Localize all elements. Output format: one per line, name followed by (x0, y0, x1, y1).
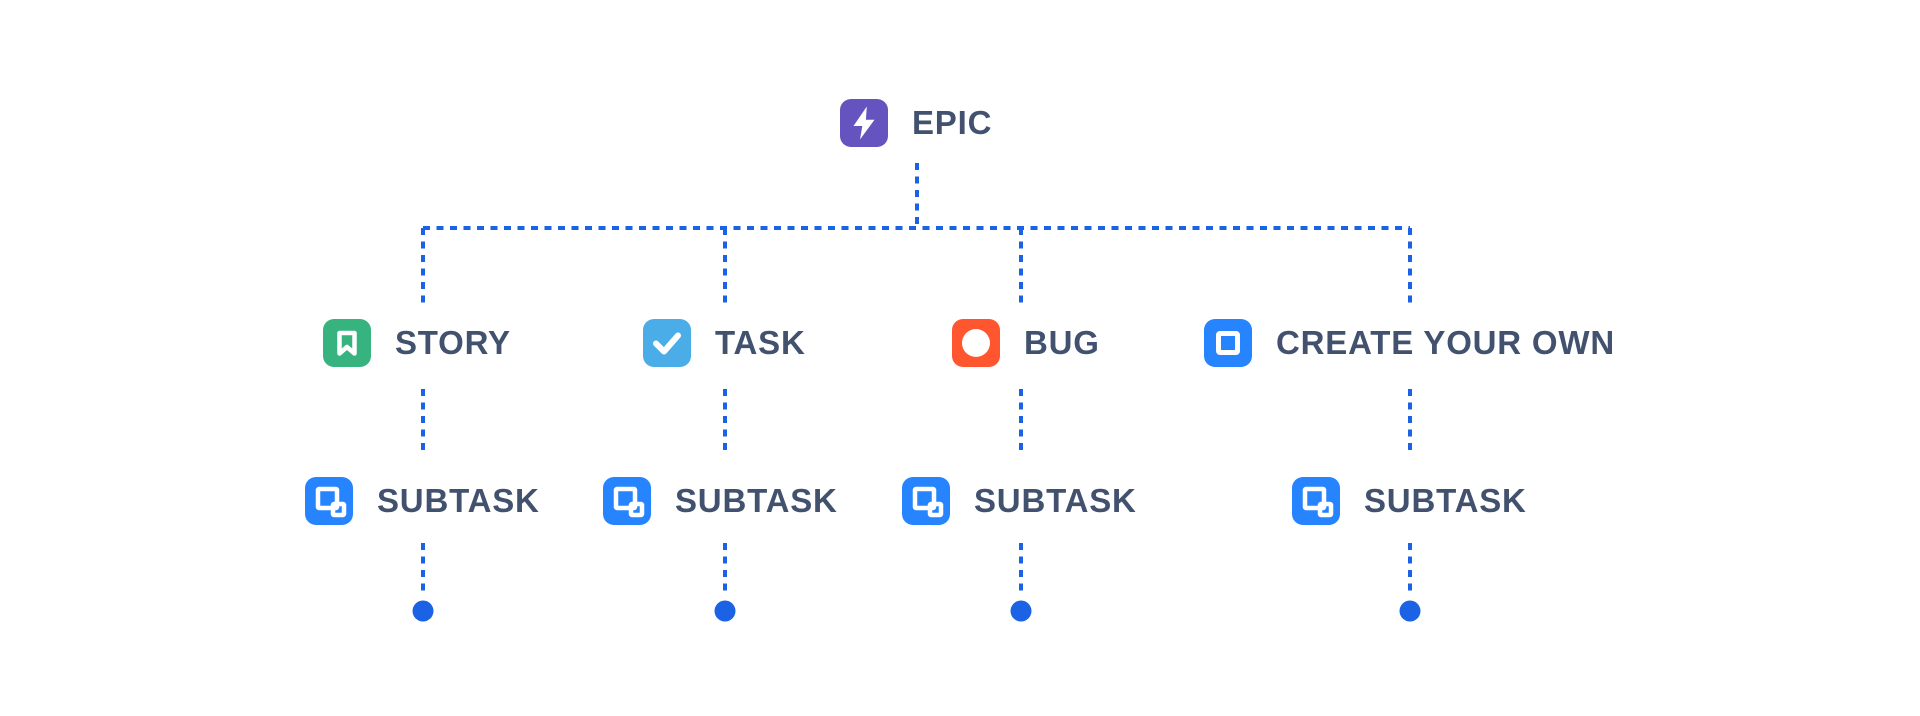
node-subtask-story: SUBTASK (305, 477, 540, 525)
checkmark-icon (643, 319, 691, 367)
node-subtask-label: SUBTASK (1364, 482, 1527, 519)
node-subtask-label: SUBTASK (974, 482, 1137, 519)
node-story: STORY (323, 319, 511, 367)
terminal-dot-4 (1399, 600, 1421, 622)
node-epic-label: EPIC (912, 104, 993, 141)
bookmark-icon (323, 319, 371, 367)
node-task: TASK (643, 319, 806, 367)
subtask-squares-icon (603, 477, 651, 525)
subtask-squares-icon (1292, 477, 1340, 525)
node-subtask-label: SUBTASK (377, 482, 540, 519)
node-bug-label: BUG (1024, 324, 1100, 361)
filled-circle-icon (952, 319, 1000, 367)
node-task-label: TASK (715, 324, 806, 361)
node-create-your-own-label: CREATE YOUR OWN (1276, 324, 1615, 361)
node-bug: BUG (952, 319, 1100, 367)
subtask-squares-icon (902, 477, 950, 525)
lightning-bolt-icon (840, 99, 888, 147)
square-outline-icon (1204, 319, 1252, 367)
node-subtask-label: SUBTASK (675, 482, 838, 519)
terminal-dot-1 (412, 600, 434, 622)
node-subtask-bug: SUBTASK (902, 477, 1137, 525)
terminal-dot-2 (714, 600, 736, 622)
subtask-squares-icon (305, 477, 353, 525)
node-subtask-task: SUBTASK (603, 477, 838, 525)
node-create-your-own: CREATE YOUR OWN (1204, 319, 1615, 367)
node-subtask-create-your-own: SUBTASK (1292, 477, 1527, 525)
node-epic: EPIC (840, 99, 992, 147)
node-story-label: STORY (395, 324, 511, 361)
terminal-dot-3 (1010, 600, 1032, 622)
